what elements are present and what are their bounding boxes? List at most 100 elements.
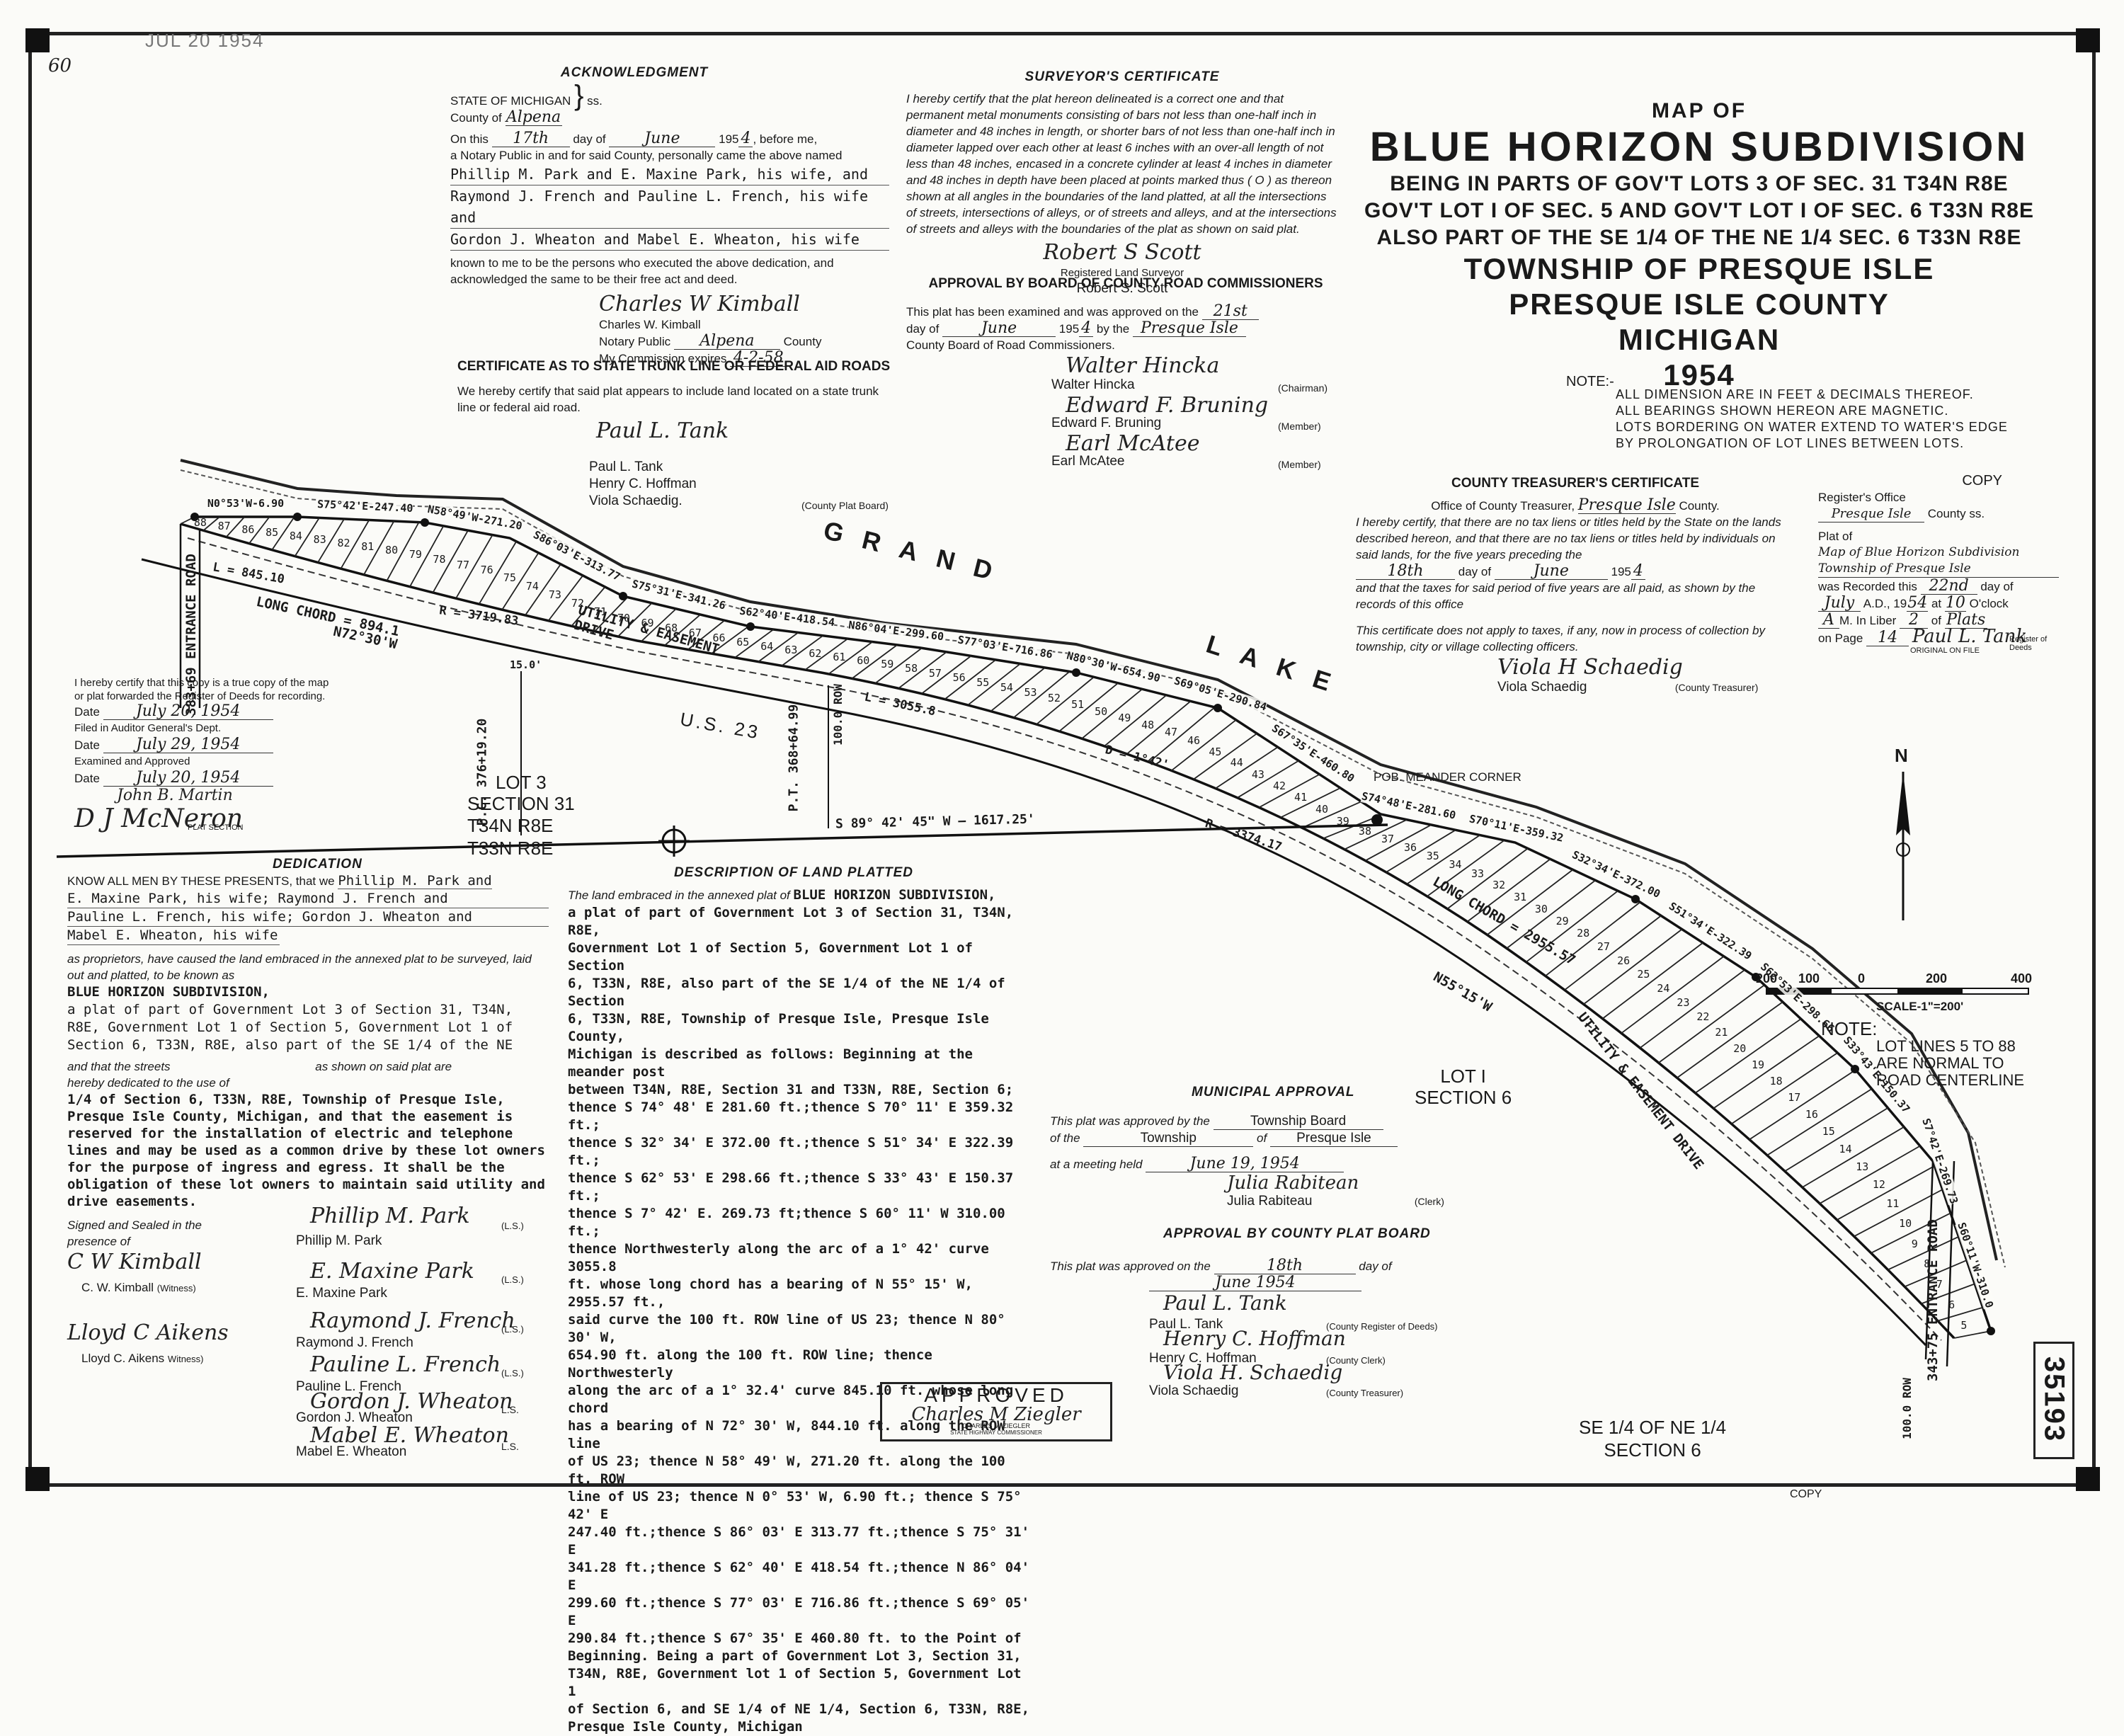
owner-name: Phillip M. Park xyxy=(296,1233,382,1248)
lot-line xyxy=(1148,707,1216,763)
description-line: 341.28 ft.;thence S 62° 40' E 418.54 ft.… xyxy=(568,1560,1030,1593)
day-of-label: day of xyxy=(906,322,940,336)
lot-line xyxy=(921,655,972,695)
seal-label: (L.S.) xyxy=(501,1274,524,1285)
description-line: T34N, R8E, Government lot 1 of Section 5… xyxy=(568,1666,1022,1699)
lot-line xyxy=(641,608,677,642)
date-label: Date xyxy=(74,772,100,785)
owner-signature: Mabel E. Wheaton xyxy=(310,1423,509,1448)
lot-number: 53 xyxy=(1024,686,1037,699)
owner-signature: Phillip M. Park xyxy=(310,1204,470,1228)
lot-line xyxy=(501,552,539,610)
witness-name: Lloyd C. Aikens xyxy=(81,1352,165,1365)
owner-name: E. Maxine Park xyxy=(296,1286,387,1301)
lot-line xyxy=(1215,746,1279,789)
lot-number: 59 xyxy=(881,658,894,671)
trunk-line-section: CERTIFICATE AS TO STATE TRUNK LINE OR FE… xyxy=(457,359,896,525)
lot-number: 18 xyxy=(1769,1074,1783,1087)
surveyor-text: I hereby certify that the plat hereon de… xyxy=(906,92,1337,236)
copy-label: COPY xyxy=(1962,473,2002,489)
lot-line xyxy=(1386,829,1456,873)
before-me: , before me, xyxy=(753,132,818,146)
lot-number: 45 xyxy=(1209,745,1222,758)
lot-line xyxy=(1677,1001,1783,1079)
lot-line xyxy=(687,619,725,651)
date-label: Date xyxy=(74,705,100,719)
lot-line xyxy=(409,525,445,588)
lot-number: 76 xyxy=(480,563,493,576)
of-label: of xyxy=(1931,614,1941,627)
examined-date: July 20, 1954 xyxy=(103,770,273,787)
commissioner-role: STATE HIGHWAY COMMISSIONER xyxy=(950,1429,1042,1436)
note2-line: ARE NORMAL TO xyxy=(1876,1054,2004,1072)
lot-number: 41 xyxy=(1294,791,1308,804)
examined-label: Examined and Approved xyxy=(74,755,190,767)
original-label: ORIGINAL ON FILE xyxy=(1910,646,1980,655)
lot-number: 33 xyxy=(1471,867,1485,880)
plat-board-section: APPROVAL BY COUNTY PLAT BOARD This plat … xyxy=(1050,1226,1503,1405)
notary-public-label: Notary Public xyxy=(599,335,671,348)
lot-line xyxy=(1731,1052,1838,1125)
lot-line xyxy=(1344,818,1408,850)
owner-name: Pauline L. French xyxy=(296,1379,401,1394)
lot-line xyxy=(804,638,848,670)
row-label: 100.0 ROW xyxy=(830,684,845,746)
us23-centerline xyxy=(141,558,1927,1347)
acknowledged-names: Gordon J. Wheaton and Mabel E. Wheaton, … xyxy=(450,229,889,251)
lot-line xyxy=(734,629,775,658)
lot-number: 85 xyxy=(266,526,279,539)
year-value: 4 xyxy=(738,130,753,147)
township-name: TOWNSHIP OF PRESQUE ISLE xyxy=(1463,252,1935,285)
shoreline xyxy=(180,459,1998,1261)
owner-signatures: Phillip M. Park Phillip M. Park (L.S.) E… xyxy=(289,1204,544,1480)
section6-line: SECTION 6 xyxy=(1604,1439,1701,1461)
lot-number: 34 xyxy=(1449,858,1462,872)
member-role: (Member) xyxy=(1278,421,1321,432)
known-text: known to me to be the persons who execut… xyxy=(450,256,834,286)
plat-section-label: PLAT SECTION xyxy=(188,823,244,832)
scale-text: SCALE-1"=200' xyxy=(1876,1000,1964,1013)
lot-number: 84 xyxy=(289,529,302,542)
lot-number: 27 xyxy=(1597,940,1610,954)
lot-number: 11 xyxy=(1886,1197,1900,1211)
of-label: of xyxy=(1257,1131,1267,1145)
register-signature: Paul L. Tank xyxy=(1912,626,2028,647)
corner-mark xyxy=(25,28,50,52)
on-this-label: On this xyxy=(450,132,489,146)
description-line: thence S 62° 53' E 298.66 ft.;thence S 3… xyxy=(568,1170,1014,1204)
lot-number: 79 xyxy=(409,548,422,561)
subdivision-name: BLUE HORIZON SUBDIVISION xyxy=(1369,124,2029,170)
approved-label: APPROVED xyxy=(924,1384,1068,1406)
lot-line xyxy=(851,644,898,680)
easement-line xyxy=(187,537,1942,1341)
member-name: Viola Schaedig xyxy=(1149,1383,1239,1398)
description-line: 6, T33N, R8E, also part of the SE 1/4 of… xyxy=(568,976,1005,1009)
register-office: Register's Office xyxy=(1818,491,1906,504)
dedication-text-3: 1/4 of Section 6, T33N, R8E, Township of… xyxy=(67,1092,545,1209)
plat-value: Map of Blue Horizon Subdivision Township… xyxy=(1818,544,2059,578)
ss-label: ss. xyxy=(587,94,603,108)
plat-board-title: APPROVAL BY COUNTY PLAT BOARD xyxy=(1163,1226,1431,1241)
surveyor-title: SURVEYOR'S CERTIFICATE xyxy=(1024,69,1220,84)
witness-role: Witness) xyxy=(167,1354,204,1364)
lot-number: 32 xyxy=(1492,879,1506,892)
approved-stamp: APPROVED Charles M Ziegler CHARLES M. ZI… xyxy=(880,1382,1112,1441)
scale-tick: 400 xyxy=(2011,971,2033,986)
treasurer-role: (County Treasurer) xyxy=(1674,682,1759,693)
pc-label: P.C. 376+19.20 xyxy=(474,718,490,826)
owner-names: Phillip M. Park and xyxy=(338,873,492,889)
note2-text: LOT LINES 5 TO 88 ARE NORMAL TO ROAD CEN… xyxy=(1876,1038,2024,1089)
clerk-role: (Clerk) xyxy=(1414,1196,1444,1207)
lot-number: 13 xyxy=(1856,1160,1869,1173)
lot-lines xyxy=(180,516,1992,1339)
lot-line xyxy=(1639,969,1745,1049)
lot-number: 64 xyxy=(760,639,774,653)
lot-number: 58 xyxy=(905,662,918,675)
owner-names: Pauline L. French, his wife; Gordon J. W… xyxy=(67,908,549,927)
lot-line xyxy=(1036,676,1095,725)
member-role: (County Clerk) xyxy=(1326,1355,1386,1366)
lot-number: 56 xyxy=(952,671,966,685)
lot-line xyxy=(478,541,518,605)
plat-map xyxy=(56,459,2029,1367)
county-name: PRESQUE ISLE COUNTY xyxy=(1509,287,1890,321)
